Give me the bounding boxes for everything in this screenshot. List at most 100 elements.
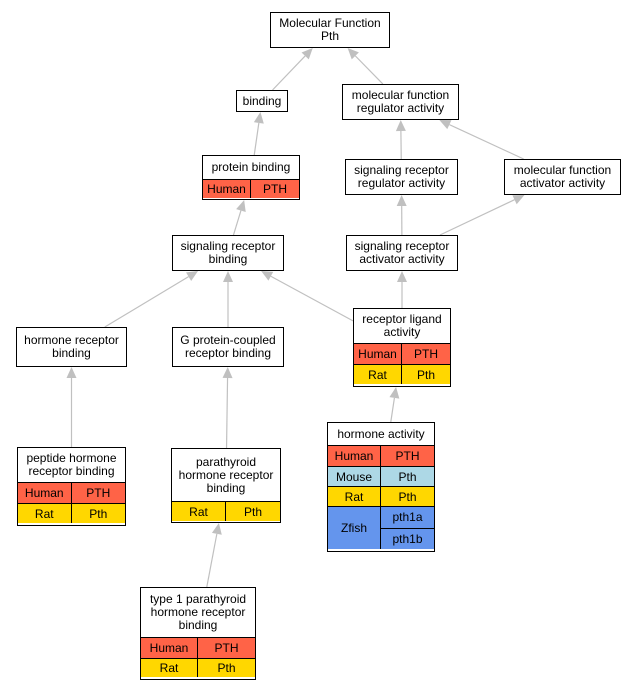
go-term-node-hormone-rec-binding[interactable]: hormone receptor binding [16, 327, 127, 367]
gene-label: Pth [217, 660, 236, 675]
arrowhead [222, 367, 233, 379]
arrowhead [253, 112, 264, 124]
arrowhead [396, 195, 407, 207]
go-term-title: signaling receptor activator activity [354, 239, 450, 266]
edge-mf_reg-to-mf_pth [347, 48, 384, 85]
species-label: Rat [141, 658, 198, 677]
go-term-node-mf-reg[interactable]: molecular function regulator activity [342, 84, 459, 120]
edge-sig_rec_reg-to-mf_reg [395, 120, 406, 160]
arrowhead [66, 367, 77, 378]
edge-line [225, 377, 229, 449]
go-term-node-sig-rec-act[interactable]: signaling receptor activator activity [346, 235, 458, 271]
gene-label: Pth [398, 489, 417, 504]
annotation-row-human: Human PTH [354, 344, 450, 364]
go-term-node-mf-act[interactable]: molecular function activator activity [504, 159, 621, 195]
edge-line [390, 397, 396, 423]
go-term-title: hormone receptor binding [24, 333, 119, 360]
species-label: Human [141, 638, 198, 658]
edge-line [270, 275, 354, 322]
arrowhead [395, 120, 406, 132]
edge-line [449, 124, 524, 160]
edge-type1_parathyroid-to-parathyroid_binding [206, 523, 222, 588]
go-term-title: receptor ligand activity [354, 309, 450, 344]
edge-line [104, 276, 189, 328]
go-term-node-binding[interactable]: binding [236, 90, 288, 112]
go-term-title: molecular function activator activity [513, 163, 612, 190]
species-label: Zfish [328, 507, 381, 549]
edge-peptide_hormone-to-hormone_rec_binding [66, 367, 77, 447]
go-term-title: molecular function regulator activity [351, 88, 450, 115]
go-term-title: peptide hormone receptor binding [18, 448, 125, 483]
gene-label: PTH [214, 640, 239, 655]
edge-sig_rec_act-to-mf_act [439, 195, 525, 236]
go-term-title: type 1 parathyroid hormone receptor bind… [141, 588, 255, 638]
arrowhead [223, 271, 233, 282]
edge-rec_ligand-to-sig_rec_binding [261, 271, 354, 322]
edge-protein_binding-to-binding [253, 112, 264, 156]
species-label: Rat [354, 365, 402, 384]
arrowhead [261, 271, 274, 281]
go-term-node-gpcr-binding[interactable]: G protein-coupled receptor binding [172, 327, 284, 367]
species-label: Rat [328, 487, 381, 506]
go-term-title: signaling receptor regulator activity [354, 163, 449, 190]
annotation-row-zfish: Zfish pth1a pth1b [328, 506, 434, 549]
edge-line [206, 533, 218, 588]
edge-line [272, 55, 306, 91]
species-label: Human [328, 446, 381, 466]
species-label: Human [203, 180, 251, 198]
annotation-row-human: Human PTH [141, 638, 255, 658]
annotation-row-human: Human PTH [18, 483, 125, 503]
go-term-title: G protein-coupled receptor binding [180, 333, 276, 360]
gene-list: pth1a pth1b [381, 507, 434, 549]
edge-hormone_rec_binding-to-sig_rec_binding [104, 271, 199, 328]
edge-binding-to-mf_pth [272, 48, 313, 91]
arrowhead [347, 48, 359, 60]
gene-label: pth1b [381, 527, 434, 550]
annotation-row-human: Human PTH [328, 446, 434, 466]
go-term-node-sig-rec-binding[interactable]: signaling receptor binding [172, 235, 284, 271]
annotation-row-mouse: Mouse Pth [328, 466, 434, 486]
gene-label: Pth [243, 504, 262, 519]
annotation-row-rat: Rat Pth [354, 364, 450, 384]
edge-sig_rec_binding-to-protein_binding [232, 200, 246, 236]
gene-label: PTH [395, 449, 420, 463]
edge-hormone_activity-to-rec_ligand [389, 387, 400, 423]
gene-label: PTH [86, 486, 111, 500]
go-term-title: signaling receptor binding [180, 239, 276, 266]
gene-label: Pth [416, 367, 435, 382]
go-term-title: Molecular Function Pth [279, 16, 381, 43]
edge-line [253, 122, 260, 156]
annotation-row-rat: Rat Pth [141, 657, 255, 677]
gene-label: Pth [398, 469, 417, 484]
species-label: Human [18, 483, 72, 503]
edge-rec_ligand-to-sig_rec_act [397, 271, 407, 308]
edge-sig_rec_act-to-sig_rec_reg [396, 195, 407, 236]
go-term-title: protein binding [203, 156, 299, 180]
arrowhead [236, 200, 246, 212]
edge-line [232, 210, 242, 236]
edge-line [439, 199, 515, 236]
go-term-title: parathyroid hormone receptor binding [172, 449, 280, 502]
go-term-node-sig-rec-reg[interactable]: signaling receptor regulator activity [345, 159, 458, 195]
annotation-row-human: Human PTH [203, 180, 299, 198]
arrowhead [301, 48, 313, 60]
gene-label: PTH [414, 347, 438, 361]
gene-label: PTH [263, 182, 287, 196]
species-label: Human [354, 344, 402, 364]
arrowhead [389, 387, 400, 399]
gene-label: pth1a [392, 510, 423, 525]
go-term-title: binding [242, 93, 282, 108]
go-term-node-mf-pth[interactable]: Molecular Function Pth [270, 12, 390, 48]
arrowhead [186, 271, 199, 281]
go-term-title: hormone activity [328, 423, 434, 446]
species-label: Mouse [328, 467, 381, 486]
species-label: Rat [18, 504, 72, 523]
go-term-node-type1-parathyroid[interactable]: type 1 parathyroid hormone receptor bind… [140, 587, 256, 680]
